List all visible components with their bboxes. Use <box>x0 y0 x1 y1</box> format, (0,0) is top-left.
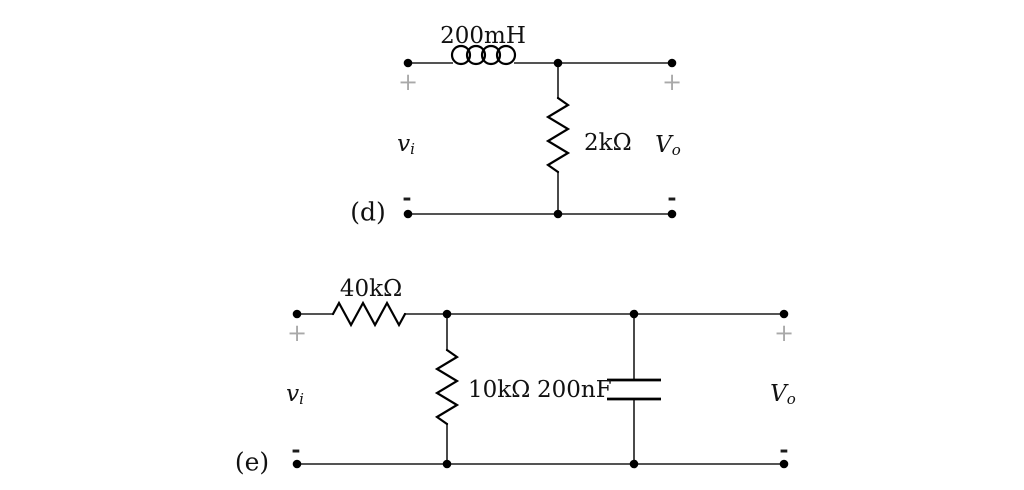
terminal-e-input-plus <box>292 309 302 319</box>
vi-symbol-d: v <box>397 131 410 157</box>
vi-label-d: vi <box>397 131 415 158</box>
node-d-top-middle <box>553 58 563 68</box>
resistor-value-label-40k: 40kΩ <box>340 276 402 302</box>
minus-sign-d-input: - <box>402 185 411 211</box>
capacitor-symbol <box>607 378 661 401</box>
vo-label-e: Vo <box>770 381 796 408</box>
minus-sign-e-output: - <box>779 437 788 463</box>
terminal-d-output-plus <box>667 58 677 68</box>
node-e-top-resistor <box>442 309 452 319</box>
resistor-symbol-10k <box>434 348 460 426</box>
minus-sign-d-output: - <box>667 185 676 211</box>
terminal-d-input-plus <box>403 58 413 68</box>
resistor-symbol-40k <box>331 300 407 328</box>
vo-label-d: Vo <box>655 132 681 159</box>
terminal-d-output-minus <box>667 209 677 219</box>
plus-sign-d-output: + <box>662 68 682 96</box>
vo-symbol-e: V <box>770 381 789 407</box>
vi-symbol-e: v <box>286 381 299 407</box>
node-e-top-capacitor <box>629 309 639 319</box>
terminal-d-input-minus <box>403 209 413 219</box>
circuit-d-designator: (d) <box>350 198 386 227</box>
resistor-value-label-2k: 2kΩ <box>584 130 632 156</box>
circuit-d: 200mH 2kΩ vi Vo + + - - (d) <box>350 23 682 227</box>
inductor-value-label: 200mH <box>440 23 526 49</box>
node-e-bottom-resistor <box>442 459 452 469</box>
vi-label-e: vi <box>286 381 304 408</box>
plus-sign-e-input: + <box>287 319 307 347</box>
resistor-value-label-10k: 10kΩ <box>468 377 530 403</box>
terminal-e-input-minus <box>292 459 302 469</box>
plus-sign-e-output: + <box>774 319 794 347</box>
minus-sign-e-input: - <box>291 437 300 463</box>
plus-sign-d-input: + <box>398 68 418 96</box>
circuit-e-designator: (e) <box>235 448 269 477</box>
terminal-e-output-plus <box>779 309 789 319</box>
node-e-bottom-capacitor <box>629 459 639 469</box>
vi-subscript-d: i <box>410 140 415 158</box>
vi-subscript-e: i <box>299 390 304 408</box>
node-d-bottom-middle <box>553 209 563 219</box>
vo-symbol-d: V <box>655 132 674 158</box>
terminal-e-output-minus <box>779 459 789 469</box>
vo-subscript-d: o <box>672 141 681 159</box>
resistor-symbol-2k <box>545 96 571 174</box>
inductor-symbol <box>450 44 517 66</box>
circuit-e: 40kΩ 10kΩ 200nF vi Vo + + - - (e) <box>235 276 796 477</box>
capacitor-value-label: 200nF <box>537 377 612 403</box>
vo-subscript-e: o <box>787 390 796 408</box>
